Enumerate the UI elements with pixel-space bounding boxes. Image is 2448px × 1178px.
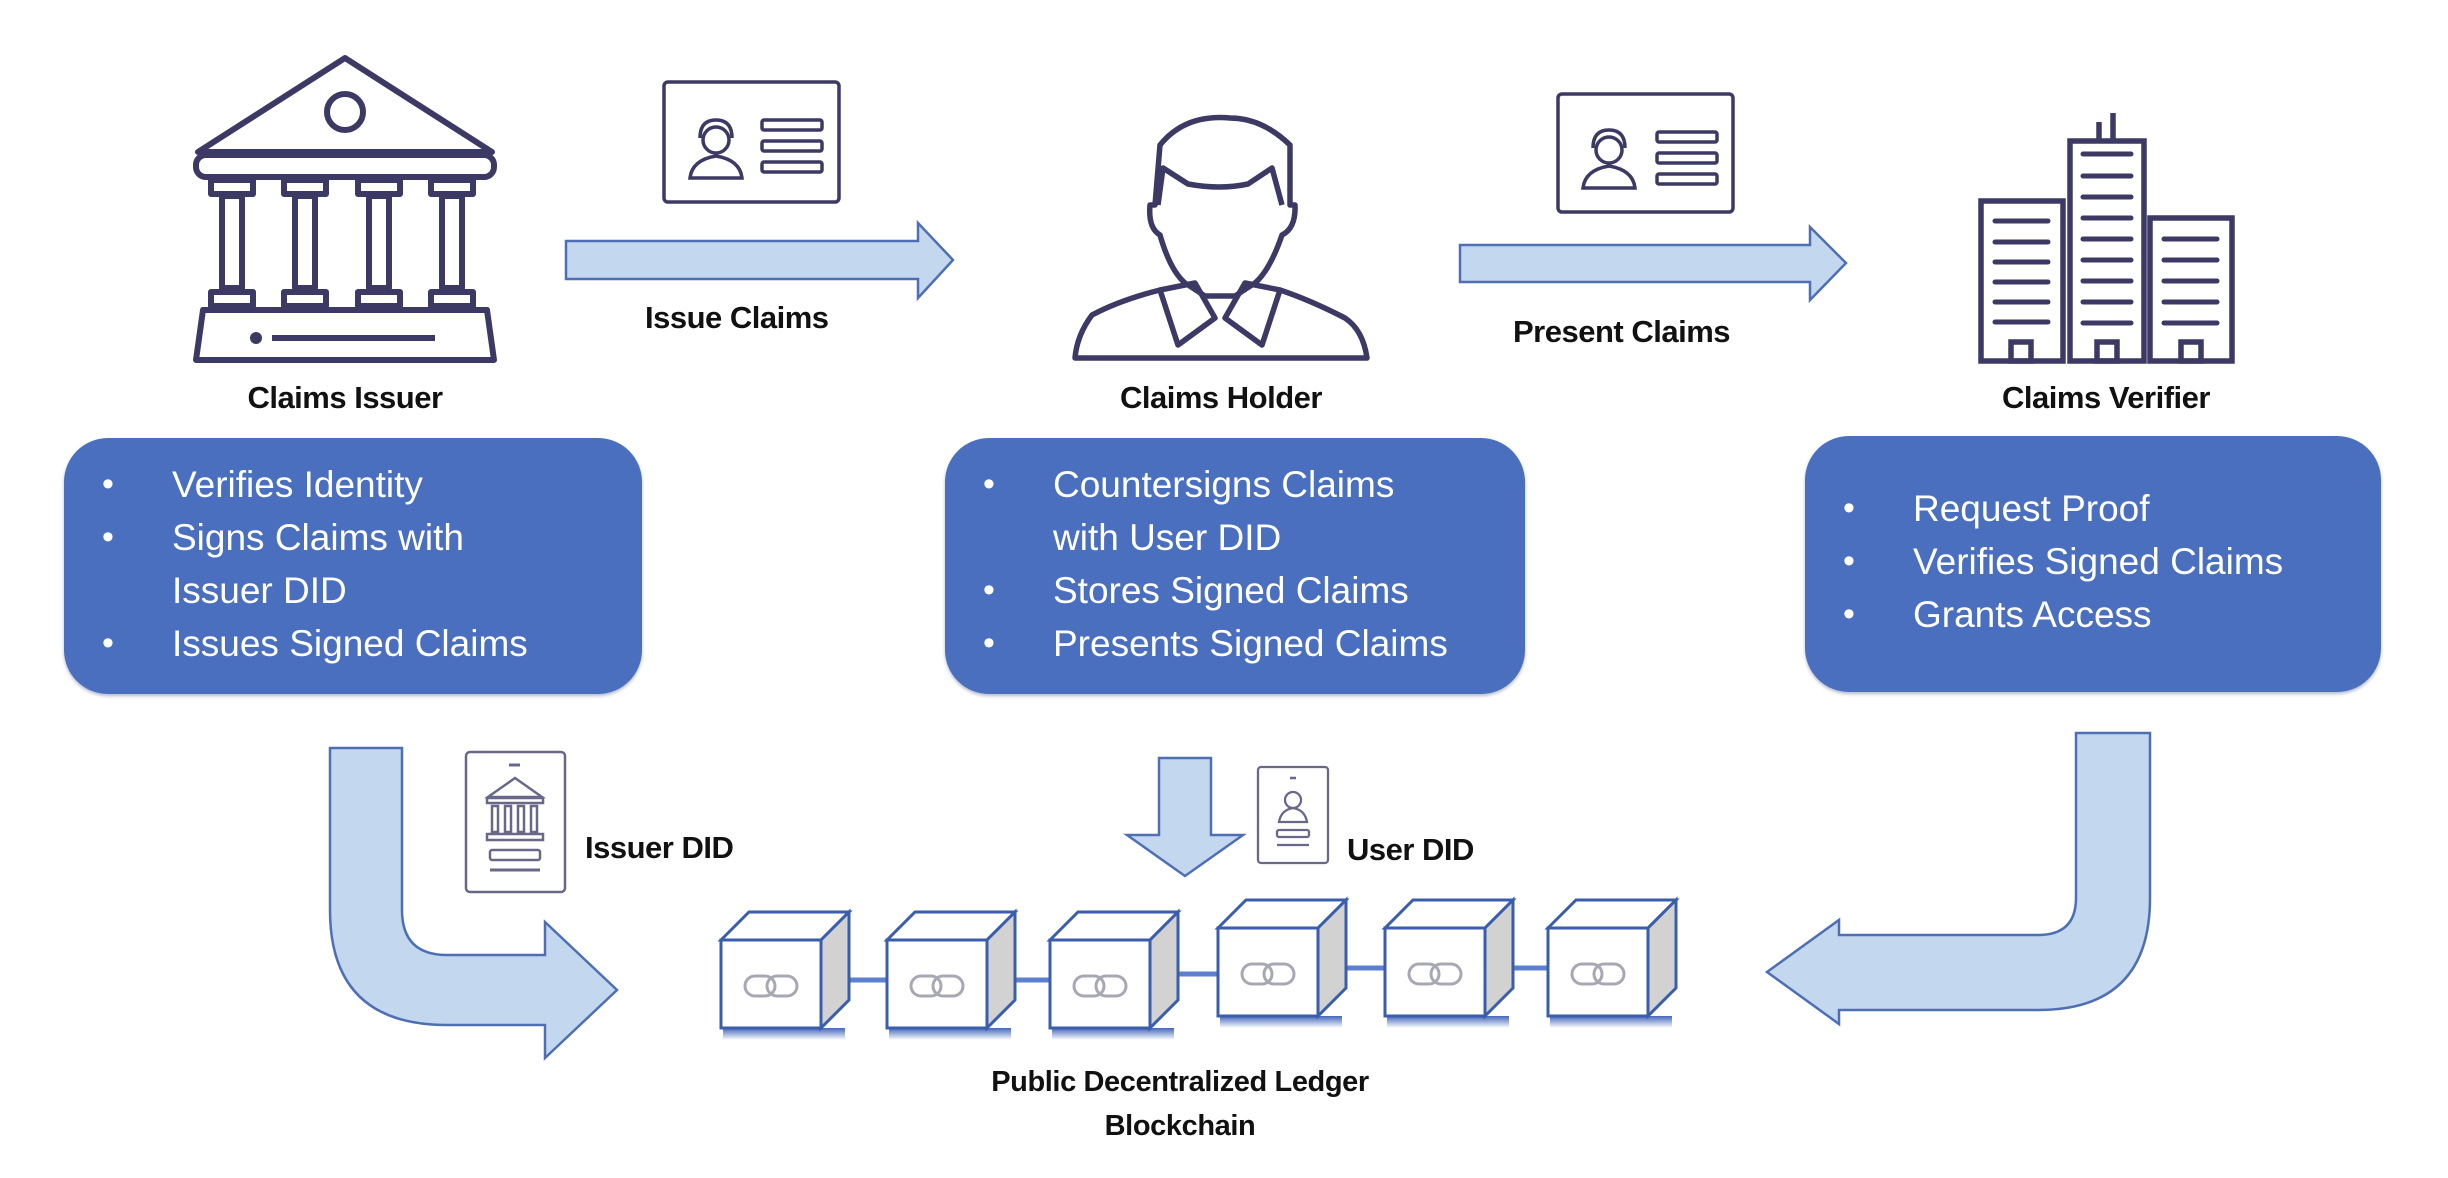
- ledger-block: [883, 908, 1019, 1040]
- chain-link-icon: [909, 974, 965, 998]
- holder-responsibilities-box: Countersigns Claims with User DID Stores…: [945, 438, 1525, 694]
- verifier-bullet: Verifies Signed Claims: [1805, 535, 2381, 588]
- block-shadow: [1220, 1016, 1342, 1028]
- issuer-responsibilities-box: Verifies Identity Signs Claims with Issu…: [64, 438, 642, 694]
- ledger-block: [1214, 896, 1350, 1028]
- claims-verifier-label: Claims Verifier: [2002, 380, 2210, 415]
- issuer-bullet: Signs Claims with Issuer DID: [64, 511, 642, 617]
- user-did-label: User DID: [1347, 832, 1474, 867]
- holder-to-ledger-arrow: [1123, 756, 1247, 878]
- blockchain: [717, 896, 1680, 1040]
- issuer-did-badge-icon: [464, 750, 567, 894]
- verifier-to-ledger-arrow: [1764, 731, 2152, 1027]
- block-front-face: [1383, 926, 1487, 1018]
- block-front-face: [719, 938, 823, 1030]
- block-shadow: [1052, 1028, 1174, 1040]
- verifier-bullet: Grants Access: [1805, 588, 2381, 641]
- ledger-subtitle: Blockchain: [1104, 1110, 1256, 1142]
- ledger-block: [717, 908, 853, 1040]
- claims-holder-label: Claims Holder: [1120, 380, 1322, 415]
- issuer-bullet: Issues Signed Claims: [64, 617, 642, 670]
- block-front-face: [1546, 926, 1650, 1018]
- holder-bullet: Stores Signed Claims: [945, 564, 1525, 617]
- holder-bullet: Presents Signed Claims: [945, 617, 1525, 670]
- id-card-icon: [1556, 92, 1735, 214]
- block-shadow: [723, 1028, 845, 1040]
- ledger-block: [1046, 908, 1182, 1040]
- verifier-bullet: Request Proof: [1805, 482, 2381, 535]
- chain-link-icon: [1570, 962, 1626, 986]
- chain-link-icon: [1240, 962, 1296, 986]
- block-front-face: [1216, 926, 1320, 1018]
- ledger-label: Public Decentralized Ledger Blockchain: [880, 1060, 1480, 1148]
- block-shadow: [1387, 1016, 1509, 1028]
- chain-link-icon: [1407, 962, 1463, 986]
- user-did-badge-icon: [1256, 765, 1330, 865]
- issuer-did-label: Issuer DID: [585, 830, 734, 865]
- bank-icon: [193, 55, 497, 363]
- block-front-face: [1048, 938, 1152, 1030]
- block-front-face: [885, 938, 989, 1030]
- claims-issuer-label: Claims Issuer: [247, 380, 443, 415]
- issue-claims-arrow: [564, 219, 955, 302]
- block-shadow: [1550, 1016, 1672, 1028]
- ledger-block: [1381, 896, 1517, 1028]
- chain-link-icon: [1072, 974, 1128, 998]
- issuer-to-ledger-arrow: [328, 746, 619, 1061]
- issuer-bullet: Verifies Identity: [64, 458, 642, 511]
- chain-link-icon: [743, 974, 799, 998]
- user-icon: [1072, 114, 1370, 361]
- block-shadow: [889, 1028, 1011, 1040]
- buildings-icon: [1978, 113, 2235, 364]
- present-claims-arrow: [1458, 223, 1848, 304]
- ledger-title: Public Decentralized Ledger: [991, 1066, 1369, 1098]
- holder-bullet: Countersigns Claims with User DID: [945, 458, 1525, 564]
- id-card-icon: [662, 80, 841, 204]
- issue-claims-label: Issue Claims: [645, 300, 829, 335]
- ledger-block: [1544, 896, 1680, 1028]
- present-claims-label: Present Claims: [1513, 314, 1731, 349]
- verifier-responsibilities-box: Request Proof Verifies Signed Claims Gra…: [1805, 436, 2381, 692]
